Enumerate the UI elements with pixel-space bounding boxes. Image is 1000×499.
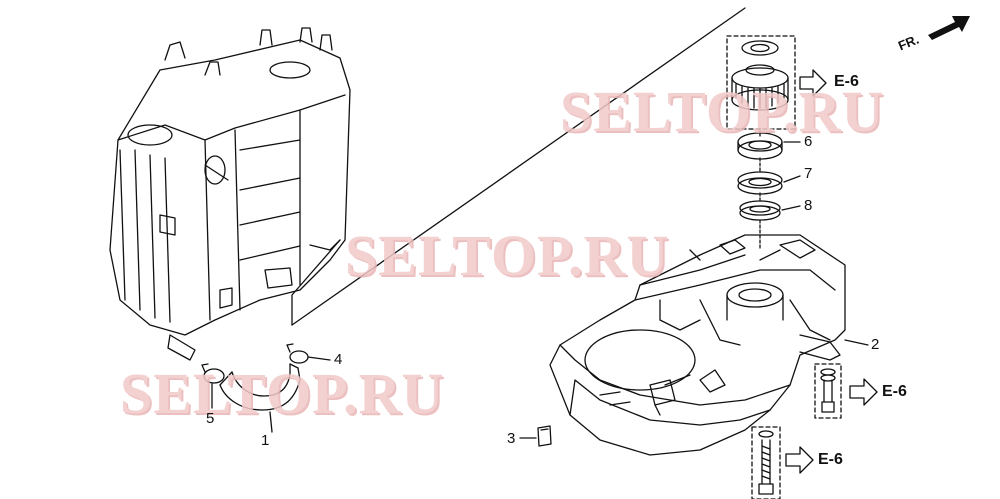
- reference-e6-top: E-6: [834, 73, 859, 90]
- callout-4: 4: [334, 351, 343, 368]
- clip-5: [201, 363, 225, 409]
- callout-8: 8: [804, 197, 813, 214]
- arrow-e6-bottom: [785, 446, 814, 474]
- grommet-3: [519, 425, 552, 447]
- extension-case: [549, 234, 846, 456]
- seal-7: [737, 171, 783, 195]
- gear-assembly: [726, 35, 796, 130]
- engine-block: [109, 27, 351, 361]
- callout-1: 1: [261, 432, 270, 449]
- bolt-assembly-right: [814, 363, 842, 419]
- callout-6: 6: [804, 133, 813, 150]
- arrow-e6-right: [849, 378, 878, 406]
- callout-7: 7: [804, 165, 813, 182]
- callout-3: 3: [507, 430, 516, 447]
- callout-5: 5: [206, 410, 215, 427]
- hose-1: [219, 363, 301, 433]
- reference-e6-right: E-6: [882, 383, 907, 400]
- arrow-e6-top: [799, 69, 827, 97]
- leader-line-left: [291, 239, 341, 326]
- bolt-assembly-bottom: [751, 426, 781, 499]
- leader-line-diagonal: [291, 7, 746, 326]
- bearing-6: [737, 132, 783, 160]
- front-arrow-icon: [928, 16, 970, 40]
- reference-e6-bottom: E-6: [818, 451, 843, 468]
- callout-2: 2: [871, 336, 880, 353]
- clip-4: [286, 343, 331, 364]
- seal-8: [739, 200, 781, 221]
